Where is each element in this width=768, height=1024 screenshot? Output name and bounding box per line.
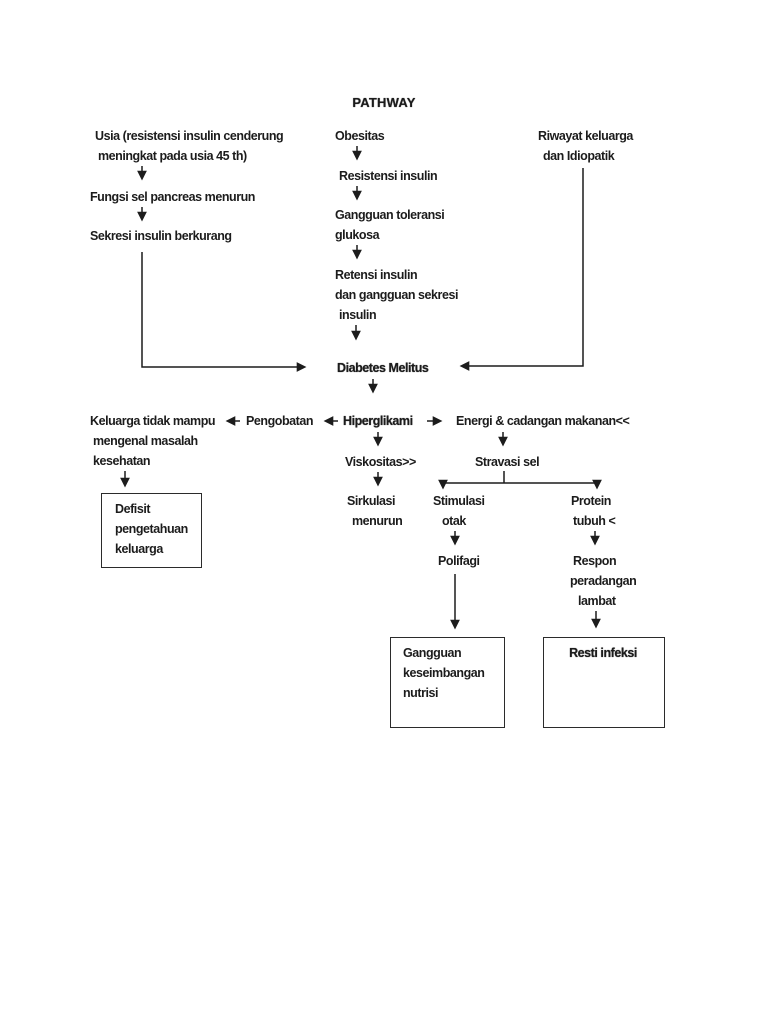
branch-stravasi-stem — [443, 471, 597, 484]
node-stimulasi-line1: Stimulasi — [433, 494, 485, 508]
node-respon-line3: lambat — [578, 594, 616, 608]
node-respon-line2: peradangan — [570, 574, 637, 588]
node-hiperglikami: Hiperglikami — [343, 414, 413, 428]
page-title: PATHWAY — [352, 95, 416, 110]
node-obesitas: Obesitas — [335, 129, 385, 143]
node-respon-line1: Respon — [573, 554, 617, 568]
node-usia-line1: Usia (resistensi insulin cenderung — [95, 129, 284, 143]
node-energi-cadangan: Energi & cadangan makanan<< — [456, 414, 630, 428]
node-protein-line2: tubuh < — [573, 514, 616, 528]
gangguan-nutrisi-box: Gangguan keseimbangan nutrisi — [390, 637, 505, 728]
node-stimulasi-line2: otak — [442, 514, 466, 528]
node-stravasi-sel: Stravasi sel — [475, 455, 540, 469]
resti-box-label: Resti infeksi — [569, 646, 637, 660]
defisit-box-line1: Defisit — [115, 502, 151, 516]
node-fungsi-pancreas: Fungsi sel pancreas menurun — [90, 190, 255, 204]
node-resistensi-insulin: Resistensi insulin — [339, 169, 438, 183]
nutrisi-box-line2: keseimbangan — [403, 666, 485, 680]
defisit-box-line3: keluarga — [115, 542, 163, 556]
nutrisi-box-line3: nutrisi — [403, 686, 439, 700]
node-sirkulasi-line2: menurun — [352, 514, 403, 528]
nutrisi-box-line1: Gangguan — [403, 646, 462, 660]
node-retensi-line1: Retensi insulin — [335, 268, 418, 282]
node-diabetes-melitus: Diabetes Melitus — [337, 361, 429, 375]
node-keluarga-line3: kesehatan — [93, 454, 151, 468]
node-polifagi: Polifagi — [438, 554, 480, 568]
node-toleransi-line1: Gangguan toleransi — [335, 208, 445, 222]
node-retensi-line2: dan gangguan sekresi — [335, 288, 458, 302]
node-sirkulasi-line1: Sirkulasi — [347, 494, 396, 508]
node-riwayat-line1: Riwayat keluarga — [538, 129, 633, 143]
node-keluarga-line1: Keluarga tidak mampu — [90, 414, 216, 428]
node-protein-line1: Protein — [571, 494, 611, 508]
resti-infeksi-box: Resti infeksi — [543, 637, 665, 728]
node-keluarga-line2: mengenal masalah — [93, 434, 198, 448]
defisit-pengetahuan-box: Defisit pengetahuan keluarga — [101, 493, 202, 568]
node-retensi-line3: insulin — [339, 308, 377, 322]
node-sekresi-insulin: Sekresi insulin berkurang — [90, 229, 232, 243]
defisit-box-line2: pengetahuan — [115, 522, 188, 536]
arrow-riwayat-to-diabetes-elbow — [459, 168, 584, 371]
node-toleransi-line2: glukosa — [335, 228, 380, 242]
arrow-sekresi-to-diabetes-elbow — [141, 252, 307, 372]
node-riwayat-line2: dan Idiopatik — [543, 149, 615, 163]
node-usia-line2: meningkat pada usia 45 th) — [98, 149, 247, 163]
node-pengobatan: Pengobatan — [246, 414, 314, 428]
node-viskositas: Viskositas>> — [345, 455, 416, 469]
